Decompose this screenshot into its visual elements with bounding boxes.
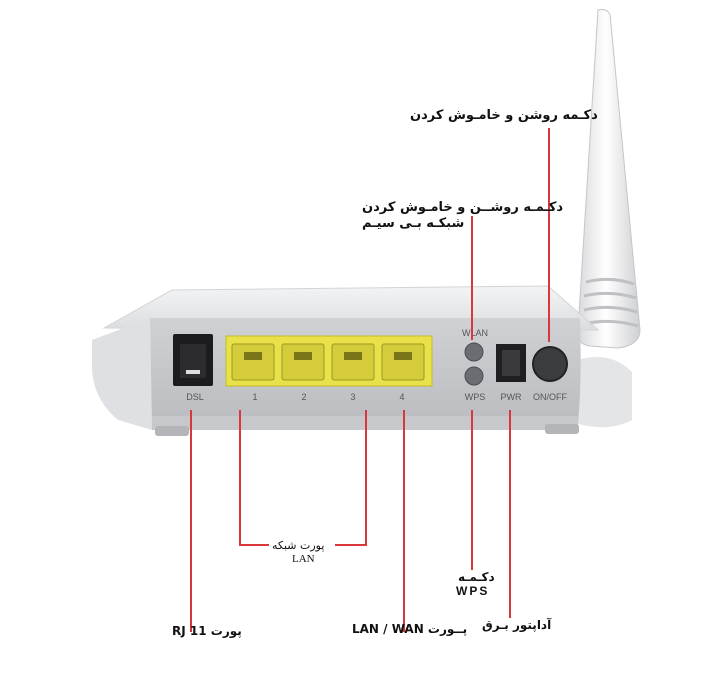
on-off-button: [532, 346, 568, 382]
lan4-port-label: 4: [399, 392, 405, 402]
leader-line-wlan-button: [471, 216, 473, 340]
rj11-port-annotation: پورت RJ 11: [172, 624, 242, 638]
pwr-label: PWR: [500, 392, 522, 402]
wps-annotation-line2: WPS: [456, 584, 490, 598]
on-off-label: ON/OFF: [533, 392, 567, 402]
lan3-port-label: 3: [350, 392, 356, 402]
leader-line-lan1-h: [239, 544, 269, 546]
leader-line-power-button: [548, 128, 550, 342]
wlan-label: WLAN: [461, 328, 488, 338]
dsl-port: [173, 334, 213, 386]
leader-line-pwr: [509, 410, 511, 618]
wlan-button: [464, 342, 484, 362]
lan2-port-label: 2: [301, 392, 307, 402]
wps-annotation-line1: دکـمـه: [458, 570, 495, 584]
lan-wan-port-annotation: پــورت LAN / WAN: [352, 622, 468, 636]
lan-ports-annotation-line2: LAN: [292, 553, 315, 565]
leader-line-wps: [471, 410, 473, 570]
lan-ports-annotation-line1: پورت شبکه: [272, 539, 325, 552]
power-button-annotation: دکـمه روشن و خامـوش کردن: [410, 108, 598, 123]
leader-line-lan3: [365, 410, 367, 546]
wireless-button-annotation-line2: شبکـه بـی سیـم: [362, 216, 465, 231]
leader-line-lan3-h: [335, 544, 367, 546]
lan1-port-label: 1: [252, 392, 258, 402]
wireless-button-annotation-line1: دکـمـه روشــن و خامـوش کردن: [362, 200, 564, 215]
leader-line-dsl: [190, 410, 192, 632]
antenna: [577, 9, 641, 428]
router-left-side: [92, 318, 152, 430]
wps-label: WPS: [464, 392, 486, 402]
power-jack: [496, 344, 526, 382]
dsl-port-label: DSL: [186, 392, 204, 402]
lan-port-block: [225, 335, 433, 387]
leader-line-lan1: [239, 410, 241, 546]
wps-button: [464, 366, 484, 386]
power-adapter-annotation: آداپتور بـرق: [482, 618, 552, 632]
leader-line-lan4: [403, 410, 405, 632]
